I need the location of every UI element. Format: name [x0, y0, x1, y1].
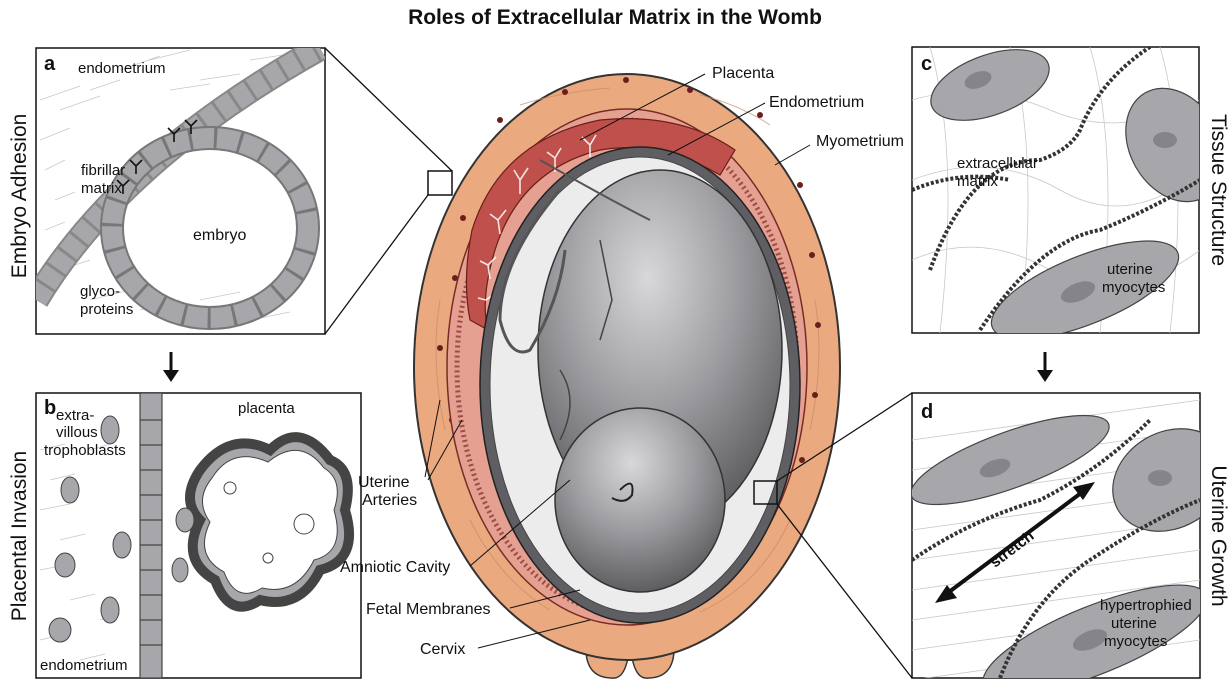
- panel-d: d stretch hypertrophied uterine myocytes…: [902, 393, 1230, 683]
- panel-a: a endometrium fibrillar matrix embryo gl…: [8, 48, 325, 334]
- label-placenta: Placenta: [712, 65, 774, 82]
- panel-b-villous-label: villous: [56, 424, 98, 441]
- panel-d-uterine-label: uterine: [1111, 615, 1157, 632]
- panel-b-side-label: Placental Invasion: [8, 451, 31, 621]
- panel-c-side-label: Tissue Structure: [1207, 114, 1230, 266]
- panel-c-matrix-label: matrix: [957, 173, 998, 190]
- arrow-c-to-d: [1037, 352, 1053, 382]
- panel-a-embryo-label: embryo: [193, 227, 246, 244]
- arrow-a-to-b: [163, 352, 179, 382]
- panel-b-extra-label: extra-: [56, 407, 94, 424]
- panel-d-letter: d: [921, 401, 933, 423]
- panel-c-extracellular-label: extracellular: [957, 155, 1038, 172]
- panel-d-side-label: Uterine Growth: [1207, 465, 1230, 606]
- panel-c-myocytes-label: myocytes: [1102, 279, 1165, 296]
- panel-a-matrix-label: matrix: [81, 180, 122, 197]
- label-cervix: Cervix: [420, 641, 465, 658]
- panel-b-letter: b: [44, 397, 56, 419]
- label-myometrium: Myometrium: [816, 133, 904, 150]
- panel-a-endometrium-label: endometrium: [78, 60, 166, 77]
- panel-c-uterine-label: uterine: [1107, 261, 1153, 278]
- panel-b-trophoblasts-label: trophoblasts: [44, 442, 126, 459]
- label-arteries: Arteries: [362, 492, 417, 509]
- panel-d-myocytes-label: myocytes: [1104, 633, 1167, 650]
- label-uterine: Uterine: [358, 474, 410, 491]
- panel-a-fibrillar-label: fibrillar: [81, 162, 125, 179]
- fetus-head: [555, 408, 725, 592]
- panel-c-letter: c: [921, 53, 932, 75]
- label-fetal-membranes: Fetal Membranes: [366, 601, 491, 618]
- panel-a-letter: a: [44, 53, 56, 75]
- inset-box-a: [428, 171, 452, 195]
- panel-b-placenta-label: placenta: [238, 400, 295, 417]
- panel-a-side-label: Embryo Adhesion: [8, 114, 31, 279]
- panel-c: c extracellular matrix uterine myocytes …: [912, 36, 1230, 359]
- panel-b-endometrium-label: endometrium: [40, 657, 128, 674]
- panel-a-glyco-label: glyco-: [80, 283, 120, 300]
- panel-b: b placenta extra- villous trophoblasts e…: [8, 393, 361, 678]
- label-amniotic-cavity: Amniotic Cavity: [340, 559, 450, 576]
- label-endometrium: Endometrium: [769, 94, 864, 111]
- panel-d-hypertrophied-label: hypertrophied: [1100, 597, 1192, 614]
- panel-a-proteins-label: proteins: [80, 301, 133, 318]
